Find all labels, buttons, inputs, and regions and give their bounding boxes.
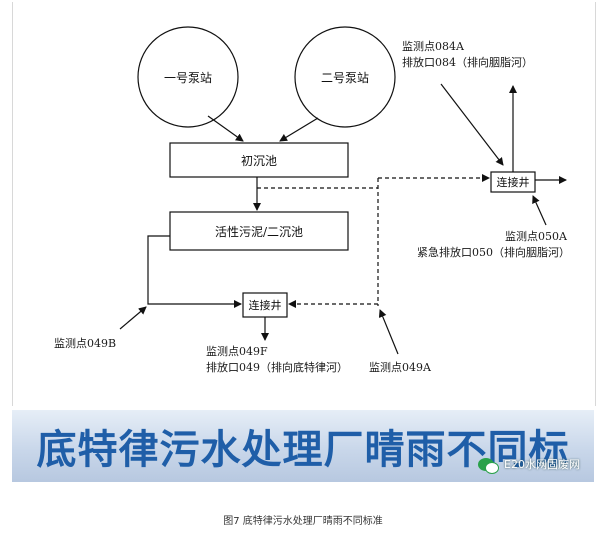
figure-caption: 图7 底特律污水处理厂晴雨不同标准 [223, 516, 383, 527]
m049f-outlet-label: 排放口049（排向底特律河） [206, 361, 348, 374]
m049b-label: 监测点049B [54, 337, 117, 350]
m084a-label: 监测点084A [402, 40, 464, 53]
activated-sludge-shape [169, 211, 349, 251]
pump-station-2-shape [294, 26, 396, 128]
sludge-to-junction-line [147, 235, 242, 308]
m050a-pointer [532, 195, 547, 226]
pump-station-1-shape [137, 26, 239, 128]
m049f-label: 监测点049F [206, 345, 268, 358]
m084a-pointer [440, 83, 504, 166]
pump-station-2-label: 二号泵站 [320, 70, 369, 85]
junction-bottom-shape [242, 292, 288, 318]
title-banner: 底特律污水处理厂晴雨不同标 E20水网固废网 [12, 410, 594, 482]
junction-right-label: 连接井 [496, 176, 530, 189]
m050a-outlet-label: 紧急排放口050（排向胭脂河） [417, 246, 570, 259]
m049b-pointer [119, 306, 147, 330]
m050a-label: 监测点050A [505, 230, 567, 243]
watermark-text: E20水网固废网 [504, 458, 580, 471]
flow-diagram [119, 26, 567, 355]
activated-sludge-label: 活性污泥/二沉池 [214, 224, 304, 239]
pump1-to-clarifier-arrow [207, 115, 244, 142]
m049a-pointer [378, 309, 399, 355]
pump2-to-clarifier-arrow [279, 117, 319, 142]
m049a-label: 监测点049A [369, 361, 431, 374]
pump-station-1-label: 一号泵站 [163, 70, 212, 85]
primary-clarifier-shape [169, 142, 349, 178]
watermark: E20水网固废网 [478, 456, 580, 474]
primary-clarifier-label: 初沉池 [240, 153, 277, 168]
junction-bottom-label: 连接井 [248, 299, 282, 312]
m084a-outlet-label: 排放口084（排向胭脂河） [402, 56, 533, 69]
wechat-icon [478, 457, 500, 474]
